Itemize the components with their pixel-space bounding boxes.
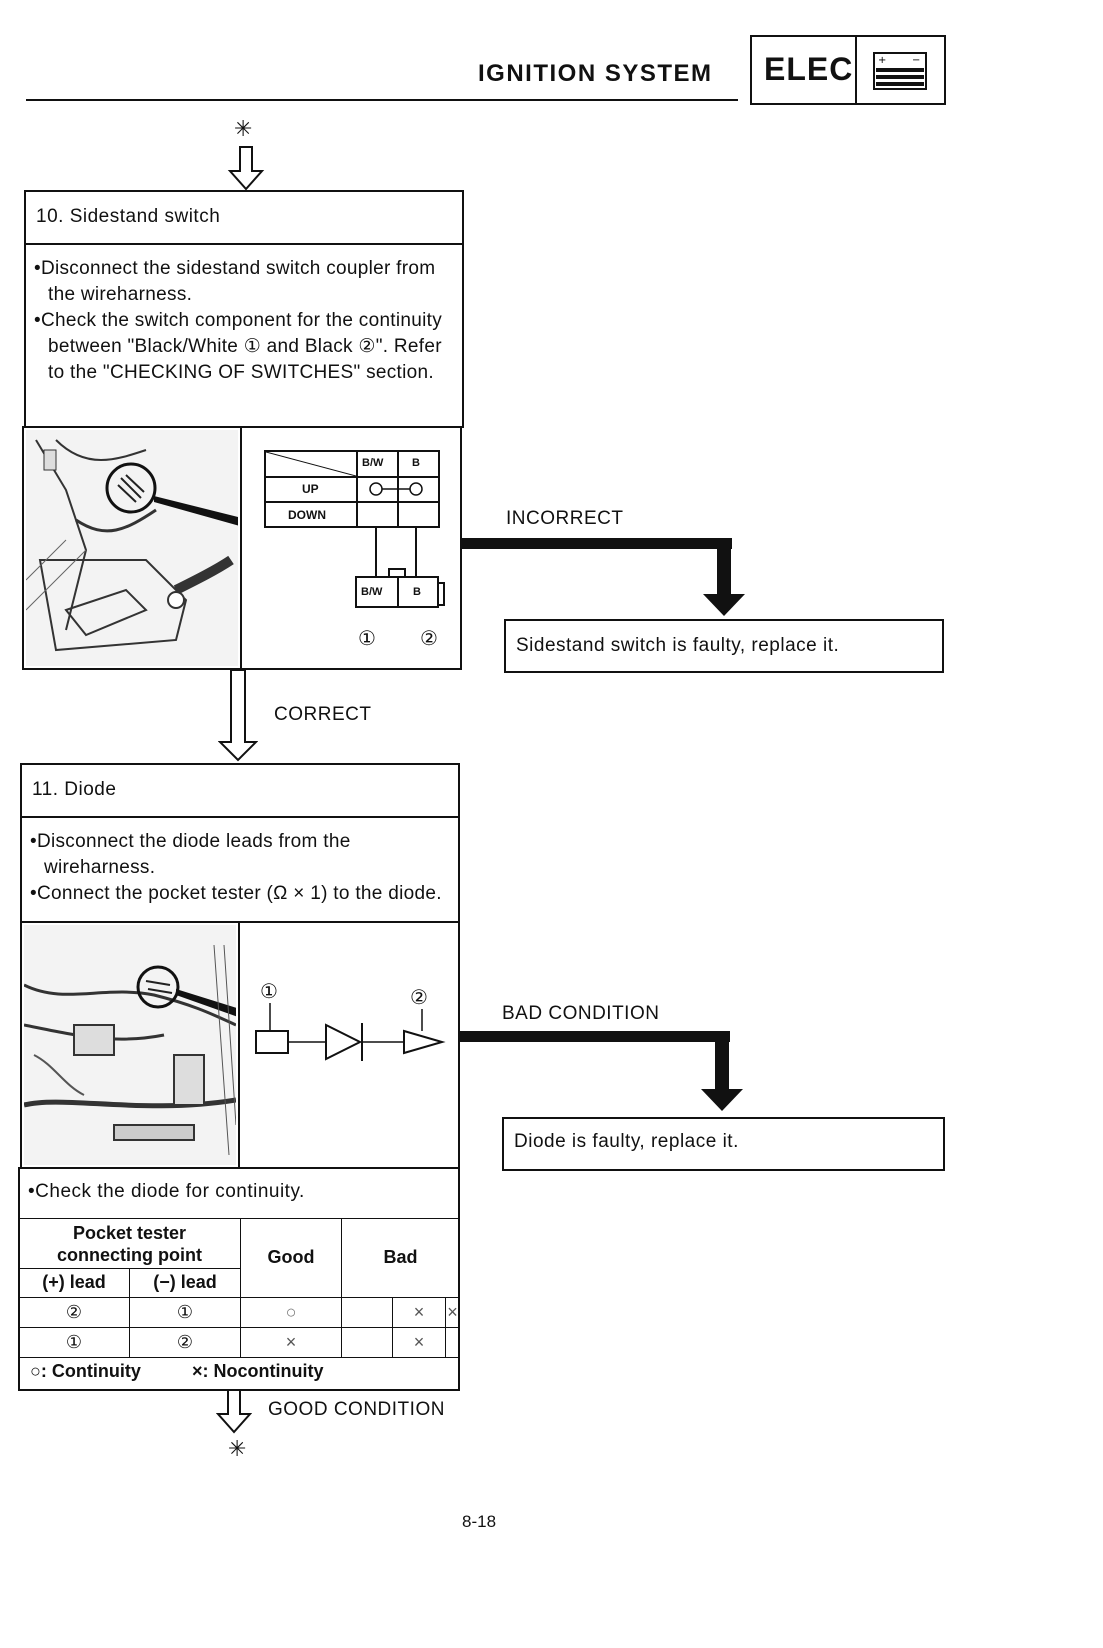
legend-nocontinuity: ×: Nocontinuity — [192, 1361, 324, 1381]
chart-row-up: UP — [302, 482, 319, 496]
lead-line-b — [415, 526, 417, 576]
pin-2-label: ② — [420, 628, 438, 650]
section-title: IGNITION SYSTEM — [478, 60, 713, 87]
step10-instruction-2: •Check the switch component for the cont… — [34, 310, 443, 383]
row2-plus: ① — [18, 1326, 130, 1359]
badge-divider — [855, 37, 857, 103]
bad-result-box: Diode is faulty, replace it. — [502, 1117, 945, 1171]
bad-branch-line — [460, 1031, 730, 1042]
step10-figure-divider — [240, 428, 242, 668]
diode-pin-2-label: ② — [410, 987, 428, 1009]
coupler-divider — [397, 578, 399, 606]
sidestand-photo — [26, 430, 238, 666]
header-rule — [26, 99, 738, 101]
pin-1-label: ① — [358, 628, 376, 650]
svg-text:−: − — [912, 55, 920, 66]
coupler-tab — [437, 582, 445, 606]
continuity-check-text: •Check the diode for continuity. — [28, 1181, 305, 1202]
incorrect-label: INCORRECT — [506, 508, 624, 529]
step10-title: 10. Sidestand switch — [36, 206, 221, 227]
step11-figure-divider — [238, 923, 240, 1167]
diode-symbol — [255, 1003, 446, 1061]
row1-good: ○ — [240, 1296, 342, 1328]
row1-bad-2: × — [392, 1296, 446, 1328]
continuity-mark — [369, 482, 423, 496]
good-condition-label: GOOD CONDITION — [268, 1399, 445, 1420]
step11-instructions: •Disconnect the diode leads from the wir… — [30, 829, 450, 907]
step10-panel: 10. Sidestand switch •Disconnect the sid… — [24, 190, 464, 428]
switch-chart-diagonal — [266, 452, 356, 476]
switch-chart-row1 — [266, 476, 438, 478]
down-arrow-icon — [227, 146, 265, 191]
switch-chart: B/W B UP DOWN — [264, 450, 440, 528]
row2-bad-2: × — [392, 1326, 446, 1359]
row2-good: × — [240, 1326, 342, 1359]
bad-branch-drop — [715, 1031, 729, 1093]
good-down-arrow-icon — [216, 1390, 252, 1434]
row2-bad-3 — [445, 1326, 460, 1359]
correct-label: CORRECT — [274, 704, 372, 725]
bad-condition-label: BAD CONDITION — [502, 1003, 660, 1024]
step11-title-divider — [22, 816, 458, 818]
legend-continuity: ○: Continuity — [30, 1361, 141, 1381]
elec-badge: ELEC + − — [750, 35, 946, 105]
incorrect-result-text: Sidestand switch is faulty, replace it. — [516, 635, 840, 656]
row1-bad-1 — [341, 1296, 393, 1328]
row1-plus: ② — [18, 1296, 130, 1328]
table-header-connecting-point: Pocket tester connecting point — [18, 1217, 241, 1270]
chart-header-b: B — [412, 457, 420, 469]
table-header-bad: Bad — [341, 1218, 460, 1298]
elec-badge-label: ELEC — [764, 51, 854, 87]
diode-pin-1-label: ① — [260, 981, 278, 1003]
incorrect-branch-line — [462, 538, 732, 549]
step11-instruction-1: •Disconnect the diode leads from the wir… — [30, 831, 351, 878]
step11-panel: 11. Diode •Disconnect the diode leads fr… — [20, 763, 460, 923]
step11-figure-panel: ① ② — [20, 921, 460, 1169]
step10-instruction-1: •Disconnect the sidestand switch coupler… — [34, 258, 436, 305]
table-header-good: Good — [240, 1218, 342, 1298]
row1-minus: ① — [129, 1296, 241, 1328]
bad-result-text: Diode is faulty, replace it. — [514, 1131, 739, 1152]
continuity-table: Pocket tester connecting point Good Bad … — [18, 1217, 460, 1359]
chart-header-bw: B/W — [362, 457, 384, 469]
coupler-label-b: B — [413, 586, 421, 598]
table-subheader-minus: (−) lead — [129, 1268, 241, 1298]
lead-line-bw — [375, 526, 377, 576]
incorrect-branch-drop — [717, 538, 731, 598]
top-connector-mark: ✳ — [234, 116, 253, 141]
chart-row-down: DOWN — [288, 508, 326, 522]
coupler-latch — [388, 568, 406, 578]
switch-chart-row2 — [266, 501, 438, 503]
correct-down-arrow-icon — [218, 670, 258, 762]
bad-arrowhead-icon — [701, 1089, 743, 1111]
bottom-connector-mark: ✳ — [228, 1436, 247, 1461]
coupler: B/W B — [355, 576, 439, 608]
row1-bad-3: × — [445, 1296, 460, 1328]
switch-chart-col1 — [356, 452, 358, 526]
incorrect-result-box: Sidestand switch is faulty, replace it. — [504, 619, 944, 673]
table-row: ② ① ○ × × — [18, 1296, 460, 1328]
page-number: 8-18 — [462, 1512, 497, 1531]
battery-icon: + − — [873, 52, 927, 90]
row2-minus: ② — [129, 1326, 241, 1359]
step10-title-divider — [26, 243, 462, 245]
row2-bad-1 — [341, 1326, 393, 1359]
step10-figure-panel: B/W B UP DOWN B/W B ① ② — [22, 426, 462, 670]
table-subheader-plus: (+) lead — [18, 1268, 130, 1298]
coupler-label-bw: B/W — [361, 586, 383, 598]
diode-photo — [24, 925, 236, 1165]
table-row: ① ② × × — [18, 1326, 460, 1359]
step10-instructions: •Disconnect the sidestand switch coupler… — [34, 256, 454, 386]
step11-instruction-2: •Connect the pocket tester (Ω × 1) to th… — [30, 883, 442, 904]
svg-text:+: + — [878, 55, 886, 66]
incorrect-arrowhead-icon — [703, 594, 745, 616]
table-header-connecting-point-text: Pocket tester connecting point — [57, 1222, 202, 1265]
step11-title: 11. Diode — [32, 779, 117, 800]
